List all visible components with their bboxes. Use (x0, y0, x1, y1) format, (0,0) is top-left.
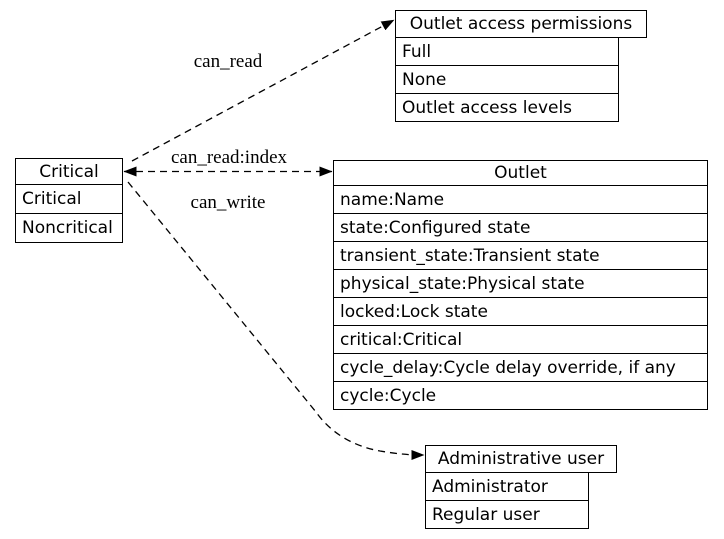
permissions-node-title: Outlet access permissions (395, 10, 647, 38)
outlet-node-row: critical:Critical (333, 325, 708, 354)
outlet-node-row: name:Name (333, 185, 708, 214)
outlet-node-row: cycle_delay:Cycle delay override, if any (333, 353, 708, 382)
admin-user-node: Administrative user Administrator Regula… (425, 445, 617, 529)
critical-node-title: Critical (15, 158, 123, 185)
permissions-node-row: Full (395, 37, 619, 66)
outlet-node-title: Outlet (333, 160, 708, 186)
outlet-node-row: cycle:Cycle (333, 381, 708, 410)
can-read-edge-label: can_read (193, 51, 263, 72)
outlet-node-row: transient_state:Transient state (333, 241, 708, 270)
critical-node: Critical Critical Noncritical (15, 158, 123, 243)
outlet-node-row: physical_state:Physical state (333, 269, 708, 298)
admin-user-node-row: Regular user (425, 500, 589, 529)
critical-node-row: Noncritical (15, 213, 123, 243)
outlet-node: Outlet name:Name state:Configured state … (333, 160, 708, 410)
permissions-node-row: Outlet access levels (395, 93, 619, 122)
can-read-index-edge-label: can_read:index (170, 147, 288, 168)
admin-user-node-title: Administrative user (425, 445, 617, 473)
permissions-node: Outlet access permissions Full None Outl… (395, 10, 647, 122)
permissions-node-row: None (395, 65, 619, 94)
outlet-node-row: state:Configured state (333, 213, 708, 242)
can-write-edge (127, 181, 425, 460)
outlet-node-row: locked:Lock state (333, 297, 708, 326)
can-write-edge-label: can_write (190, 192, 266, 213)
can-read-edge (131, 19, 395, 162)
critical-node-row: Critical (15, 184, 123, 214)
admin-user-node-row: Administrator (425, 472, 589, 501)
